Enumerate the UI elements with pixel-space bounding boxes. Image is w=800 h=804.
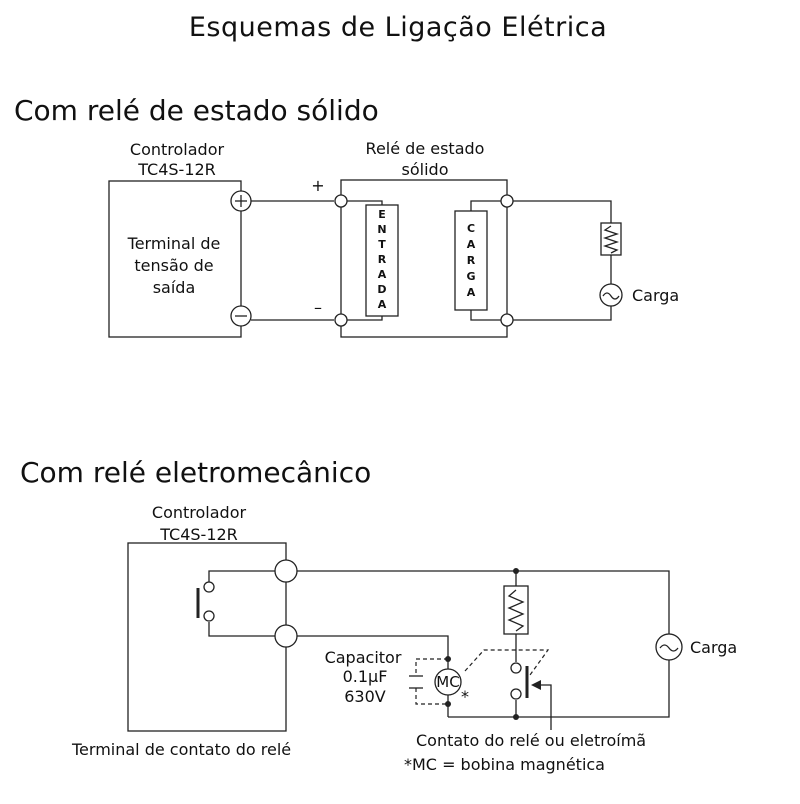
emr-controller-label: Controlador [152,503,247,522]
ssr-load-leads [470,200,507,321]
emr-load-label: Carga [690,638,737,657]
svg-text:D: D [377,283,386,296]
ssr-input-terminal-bottom [334,313,348,327]
ssr-positive-terminal [230,190,252,212]
ssr-load-resistor [600,222,622,256]
svg-text:A: A [467,238,476,251]
emr-ac-source-icon [655,633,683,661]
emr-mc-note: *MC = bobina magnética [404,755,605,774]
page-title: Esquemas de Ligação Elétrica [189,12,607,43]
emr-capacitor-voltage: 630V [344,687,386,706]
ssr-load-block [454,210,488,311]
emr-heading: Com relé eletromecânico [20,456,371,489]
ssr-output-terminal-top [500,194,514,208]
svg-text:A: A [378,298,387,311]
emr-asterisk: * [461,687,469,706]
ssr-relay-label-2: sólido [402,160,449,179]
ssr-diagram: Com relé de estado sólido Controlador TC… [14,94,679,338]
emr-relay-contact-label: Contato do relé ou eletroímã [416,731,646,750]
ssr-relay-label: Relé de estado [366,139,485,158]
emr-node-bottom [513,714,519,720]
ssr-terminal-label-3: saída [153,278,196,297]
emr-load-resistor [503,585,529,635]
ssr-input-letters: E N T R A D A [377,208,386,311]
ssr-controller-box [108,180,242,338]
emr-controller-box [127,542,287,732]
emr-diagram: Com relé eletromecânico Controlador TC4S… [20,456,737,774]
ssr-input-terminal-top [334,194,348,208]
emr-contact-terminal-label: Terminal de contato do relé [71,740,291,759]
ssr-input-block [365,204,399,317]
emr-mc-coil: MC [434,668,462,696]
svg-text:C: C [467,222,475,235]
svg-text:R: R [467,254,476,267]
emr-terminal-bottom [274,624,298,648]
ssr-input-leads [341,200,383,321]
ssr-controller-label: Controlador [130,140,225,159]
ssr-heading: Com relé de estado sólido [14,94,379,127]
emr-coil-node-bottom [445,701,451,707]
emr-capacitor-value: 0.1μF [343,667,388,686]
emr-controller-model: TC4S-12R [159,525,238,544]
svg-text:N: N [377,223,386,236]
emr-node-top [513,568,519,574]
svg-text:A: A [467,286,476,299]
svg-text:MC: MC [436,673,459,691]
emr-relay-contact [510,662,529,700]
emr-capacitor [409,658,448,705]
ssr-load-letters: C A R G A [466,222,475,299]
ssr-minus-label: – [314,298,322,317]
ssr-controller-model: TC4S-12R [137,160,216,179]
svg-text:R: R [378,253,387,266]
emr-mechanical-link [464,649,550,676]
svg-text:G: G [466,270,475,283]
emr-capacitor-label: Capacitor [325,648,402,667]
ssr-output-wires [513,200,612,321]
ssr-load-label: Carga [632,286,679,305]
svg-text:E: E [378,208,386,221]
ssr-output-terminal-bottom [500,313,514,327]
ssr-terminal-label-2: tensão de [134,256,213,275]
emr-terminal-top [274,559,298,583]
svg-text:A: A [378,268,387,281]
ssr-ac-source-icon [599,283,623,307]
ssr-terminal-label-1: Terminal de [127,234,221,253]
ssr-negative-terminal [230,305,252,327]
emr-internal-contact [196,570,286,637]
svg-text:T: T [378,238,386,251]
emr-load-loop [297,570,670,718]
ssr-plus-label: + [311,176,324,195]
emr-contact-arrow-icon [531,680,552,730]
